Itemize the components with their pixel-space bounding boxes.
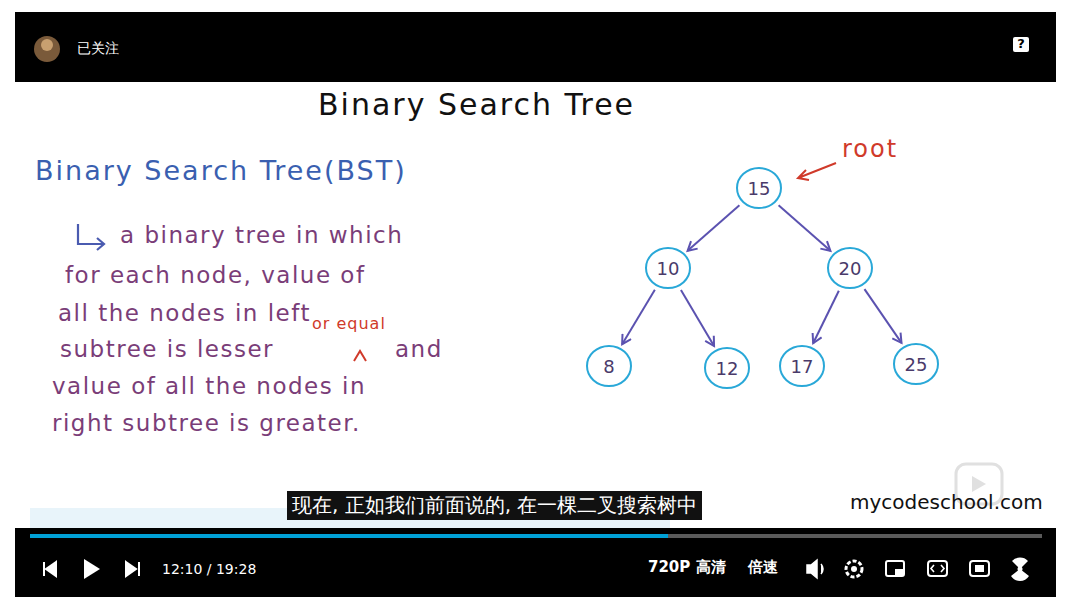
expand-icon — [1034, 514, 1046, 526]
hook-arrow — [78, 224, 104, 250]
fullscreen-inner — [975, 565, 984, 572]
tree-node: 17 — [779, 345, 825, 387]
tree-edge — [622, 290, 655, 344]
tree-node: 25 — [893, 343, 939, 385]
inserted-note: or equal — [312, 315, 386, 333]
radiation-center — [1018, 567, 1023, 572]
top-bar — [15, 12, 1056, 82]
pip-icon — [886, 561, 904, 576]
root-pointer — [798, 163, 836, 180]
definition-line: a binary tree in which — [120, 222, 403, 248]
speed-button: 倍速 — [748, 559, 778, 576]
node-value: 25 — [905, 354, 928, 375]
widescreen-arrows — [931, 565, 944, 572]
tree-edge — [779, 205, 831, 251]
play-icon — [84, 559, 100, 579]
definition-line: for each node, value of — [65, 262, 366, 288]
page-title: Binary Search Tree — [318, 88, 635, 123]
fullscreen-icon — [970, 561, 989, 576]
definition-line: right subtree is greater. — [52, 410, 361, 436]
root-label: root — [842, 136, 898, 164]
definition-line: value of all the nodes in — [52, 373, 366, 399]
node-value: 10 — [657, 258, 680, 279]
insert-caret — [354, 351, 366, 361]
tree-edge — [864, 289, 901, 343]
tree-node: 20 — [827, 247, 873, 289]
node-value: 20 — [839, 258, 862, 279]
avatar — [34, 36, 60, 62]
definition-line: all the nodes in left — [58, 300, 311, 326]
watermark-play — [972, 476, 986, 492]
help-icon: ? — [1013, 37, 1029, 52]
subtitle: 现在, 正如我们前面说的, 在一棵二叉搜索树中 — [287, 491, 702, 520]
section-heading: Binary Search Tree(BST) — [35, 155, 407, 186]
settings-icon — [846, 561, 862, 577]
tree-node: 10 — [645, 247, 691, 289]
radiation-icon — [1011, 558, 1029, 581]
time-display: 12:10 / 19:28 — [162, 561, 256, 577]
tree-edge — [688, 205, 740, 251]
pip-inner — [895, 569, 904, 576]
tree-node: 8 — [586, 345, 632, 387]
node-value: 12 — [716, 358, 739, 379]
quality-button: 720P 高清 — [648, 559, 726, 576]
tree-node: 15 — [736, 167, 782, 209]
node-value: 17 — [791, 356, 814, 377]
widescreen-icon — [928, 561, 947, 576]
tree-edge — [681, 290, 714, 346]
avatar-face — [41, 39, 53, 51]
prev-icon — [44, 562, 56, 576]
watermark-text: mycodeschool.com — [850, 491, 1043, 514]
volume-icon — [807, 560, 823, 578]
next-icon — [126, 562, 139, 576]
progress-played — [30, 534, 668, 538]
settings-center — [851, 566, 857, 572]
node-value: 8 — [603, 356, 614, 377]
node-value: 15 — [748, 178, 771, 199]
definition-line: subtree is lesser — [60, 336, 274, 362]
tree-node: 12 — [704, 347, 750, 389]
follow-status: 已关注 — [77, 40, 119, 56]
tree-edge — [813, 291, 839, 343]
whiteboard — [15, 82, 1056, 528]
progress-track — [30, 534, 1042, 538]
control-bar — [15, 528, 1056, 597]
definition-line: and — [395, 336, 443, 362]
